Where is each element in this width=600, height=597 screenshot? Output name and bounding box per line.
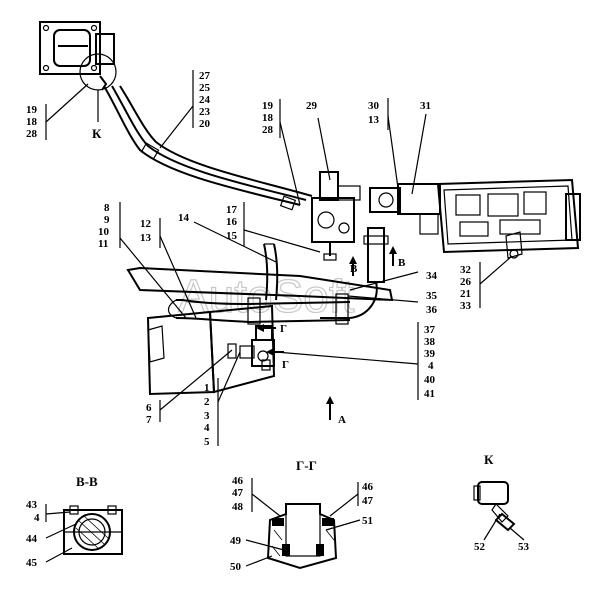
section-k-title: К: [484, 452, 494, 467]
svg-text:50: 50: [230, 561, 242, 573]
svg-text:41: 41: [424, 388, 435, 400]
callout-34: 34: [426, 270, 438, 282]
svg-text:32: 32: [460, 264, 472, 276]
svg-text:19: 19: [262, 100, 274, 112]
callout-6-7: 6 7: [146, 402, 152, 426]
svg-text:1: 1: [204, 382, 210, 394]
arrow-g-label-2: Г: [282, 359, 289, 371]
svg-text:25: 25: [199, 82, 211, 94]
svg-text:38: 38: [424, 336, 436, 348]
pipes-upper: [103, 85, 313, 211]
svg-text:43: 43: [26, 499, 38, 511]
svg-text:9: 9: [104, 214, 110, 226]
svg-text:33: 33: [460, 300, 472, 312]
svg-text:23: 23: [199, 106, 211, 118]
svg-text:10: 10: [98, 226, 110, 238]
svg-text:28: 28: [26, 128, 38, 140]
svg-text:53: 53: [518, 541, 530, 553]
svg-text:16: 16: [226, 216, 238, 228]
svg-text:27: 27: [199, 70, 211, 82]
callout-19-18-28-mid: 19 18 28: [262, 100, 274, 136]
svg-text:46: 46: [362, 481, 374, 493]
callout-37-41: 37 38 39 4 40 41: [424, 324, 436, 400]
svg-text:4: 4: [34, 512, 40, 524]
arrow-b-label-1: В: [350, 263, 358, 275]
svg-text:2: 2: [204, 396, 210, 408]
svg-text:46: 46: [232, 475, 244, 487]
svg-text:51: 51: [362, 515, 373, 527]
svg-text:44: 44: [26, 533, 38, 545]
svg-text:17: 17: [226, 204, 238, 216]
svg-text:47: 47: [362, 495, 374, 507]
callout-12-13: 12 13: [140, 218, 152, 244]
k-marker: К: [92, 126, 102, 141]
svg-text:37: 37: [424, 324, 436, 336]
section-gg: Г-Г 46 47 48 46 47 51 49 50: [230, 458, 374, 573]
svg-text:49: 49: [230, 535, 242, 547]
svg-text:13: 13: [368, 114, 380, 126]
svg-text:12: 12: [140, 218, 152, 230]
svg-text:36: 36: [426, 304, 438, 316]
svg-text:47: 47: [232, 487, 244, 499]
svg-text:52: 52: [474, 541, 486, 553]
svg-text:20: 20: [199, 118, 211, 130]
callout-19-18-28-left: 19 18 28: [26, 104, 38, 140]
section-bb-title: В-В: [76, 474, 98, 489]
svg-text:8: 8: [104, 202, 110, 214]
view-arrows: [256, 246, 397, 420]
callout-29: 29: [306, 100, 318, 112]
callout-32-33: 32 26 21 33: [460, 264, 472, 312]
callout-27-20: 27 25 24 23 20: [199, 70, 211, 130]
svg-text:5: 5: [204, 436, 210, 448]
svg-text:48: 48: [232, 501, 244, 513]
flange-assembly: [39, 21, 117, 91]
callout-14: 14: [178, 212, 190, 224]
svg-text:3: 3: [204, 410, 210, 422]
hose-14: [263, 243, 279, 301]
svg-text:4: 4: [204, 422, 210, 434]
svg-text:19: 19: [26, 104, 38, 116]
svg-text:21: 21: [460, 288, 471, 300]
horizontal-pipe: [167, 293, 351, 325]
callout-1-5: 1 2 3 4 5: [204, 382, 210, 448]
svg-text:18: 18: [262, 112, 274, 124]
svg-text:45: 45: [26, 557, 38, 569]
callout-31: 31: [420, 100, 431, 112]
svg-text:30: 30: [368, 100, 380, 112]
svg-text:15: 15: [226, 230, 238, 242]
callout-8-11: 8 9 10 11: [98, 202, 110, 250]
svg-text:6: 6: [146, 402, 152, 414]
valve-assembly: [311, 171, 361, 261]
arrow-g-label-1: Г: [280, 323, 287, 335]
callout-35-36: 35 36: [426, 290, 438, 316]
section-bb: В-В 43 4 44 45: [26, 474, 123, 569]
svg-text:35: 35: [426, 290, 438, 302]
svg-text:26: 26: [460, 276, 472, 288]
arrow-a-label: А: [338, 414, 346, 426]
leader-lines: [45, 70, 513, 446]
svg-text:18: 18: [26, 116, 38, 128]
svg-text:11: 11: [98, 238, 108, 250]
heater-unit: [369, 178, 581, 259]
svg-text:40: 40: [424, 374, 436, 386]
svg-text:7: 7: [146, 414, 152, 426]
svg-text:24: 24: [199, 94, 211, 106]
svg-text:4: 4: [428, 360, 434, 372]
arrow-b-label-2: В: [398, 257, 406, 269]
svg-text:28: 28: [262, 124, 274, 136]
section-gg-title: Г-Г: [296, 458, 317, 473]
callout-17-15: 17 16 15: [226, 204, 238, 242]
callout-30-13: 30 13: [368, 100, 380, 126]
svg-text:13: 13: [140, 232, 152, 244]
svg-text:39: 39: [424, 348, 436, 360]
section-k: К 52 53: [473, 452, 530, 553]
